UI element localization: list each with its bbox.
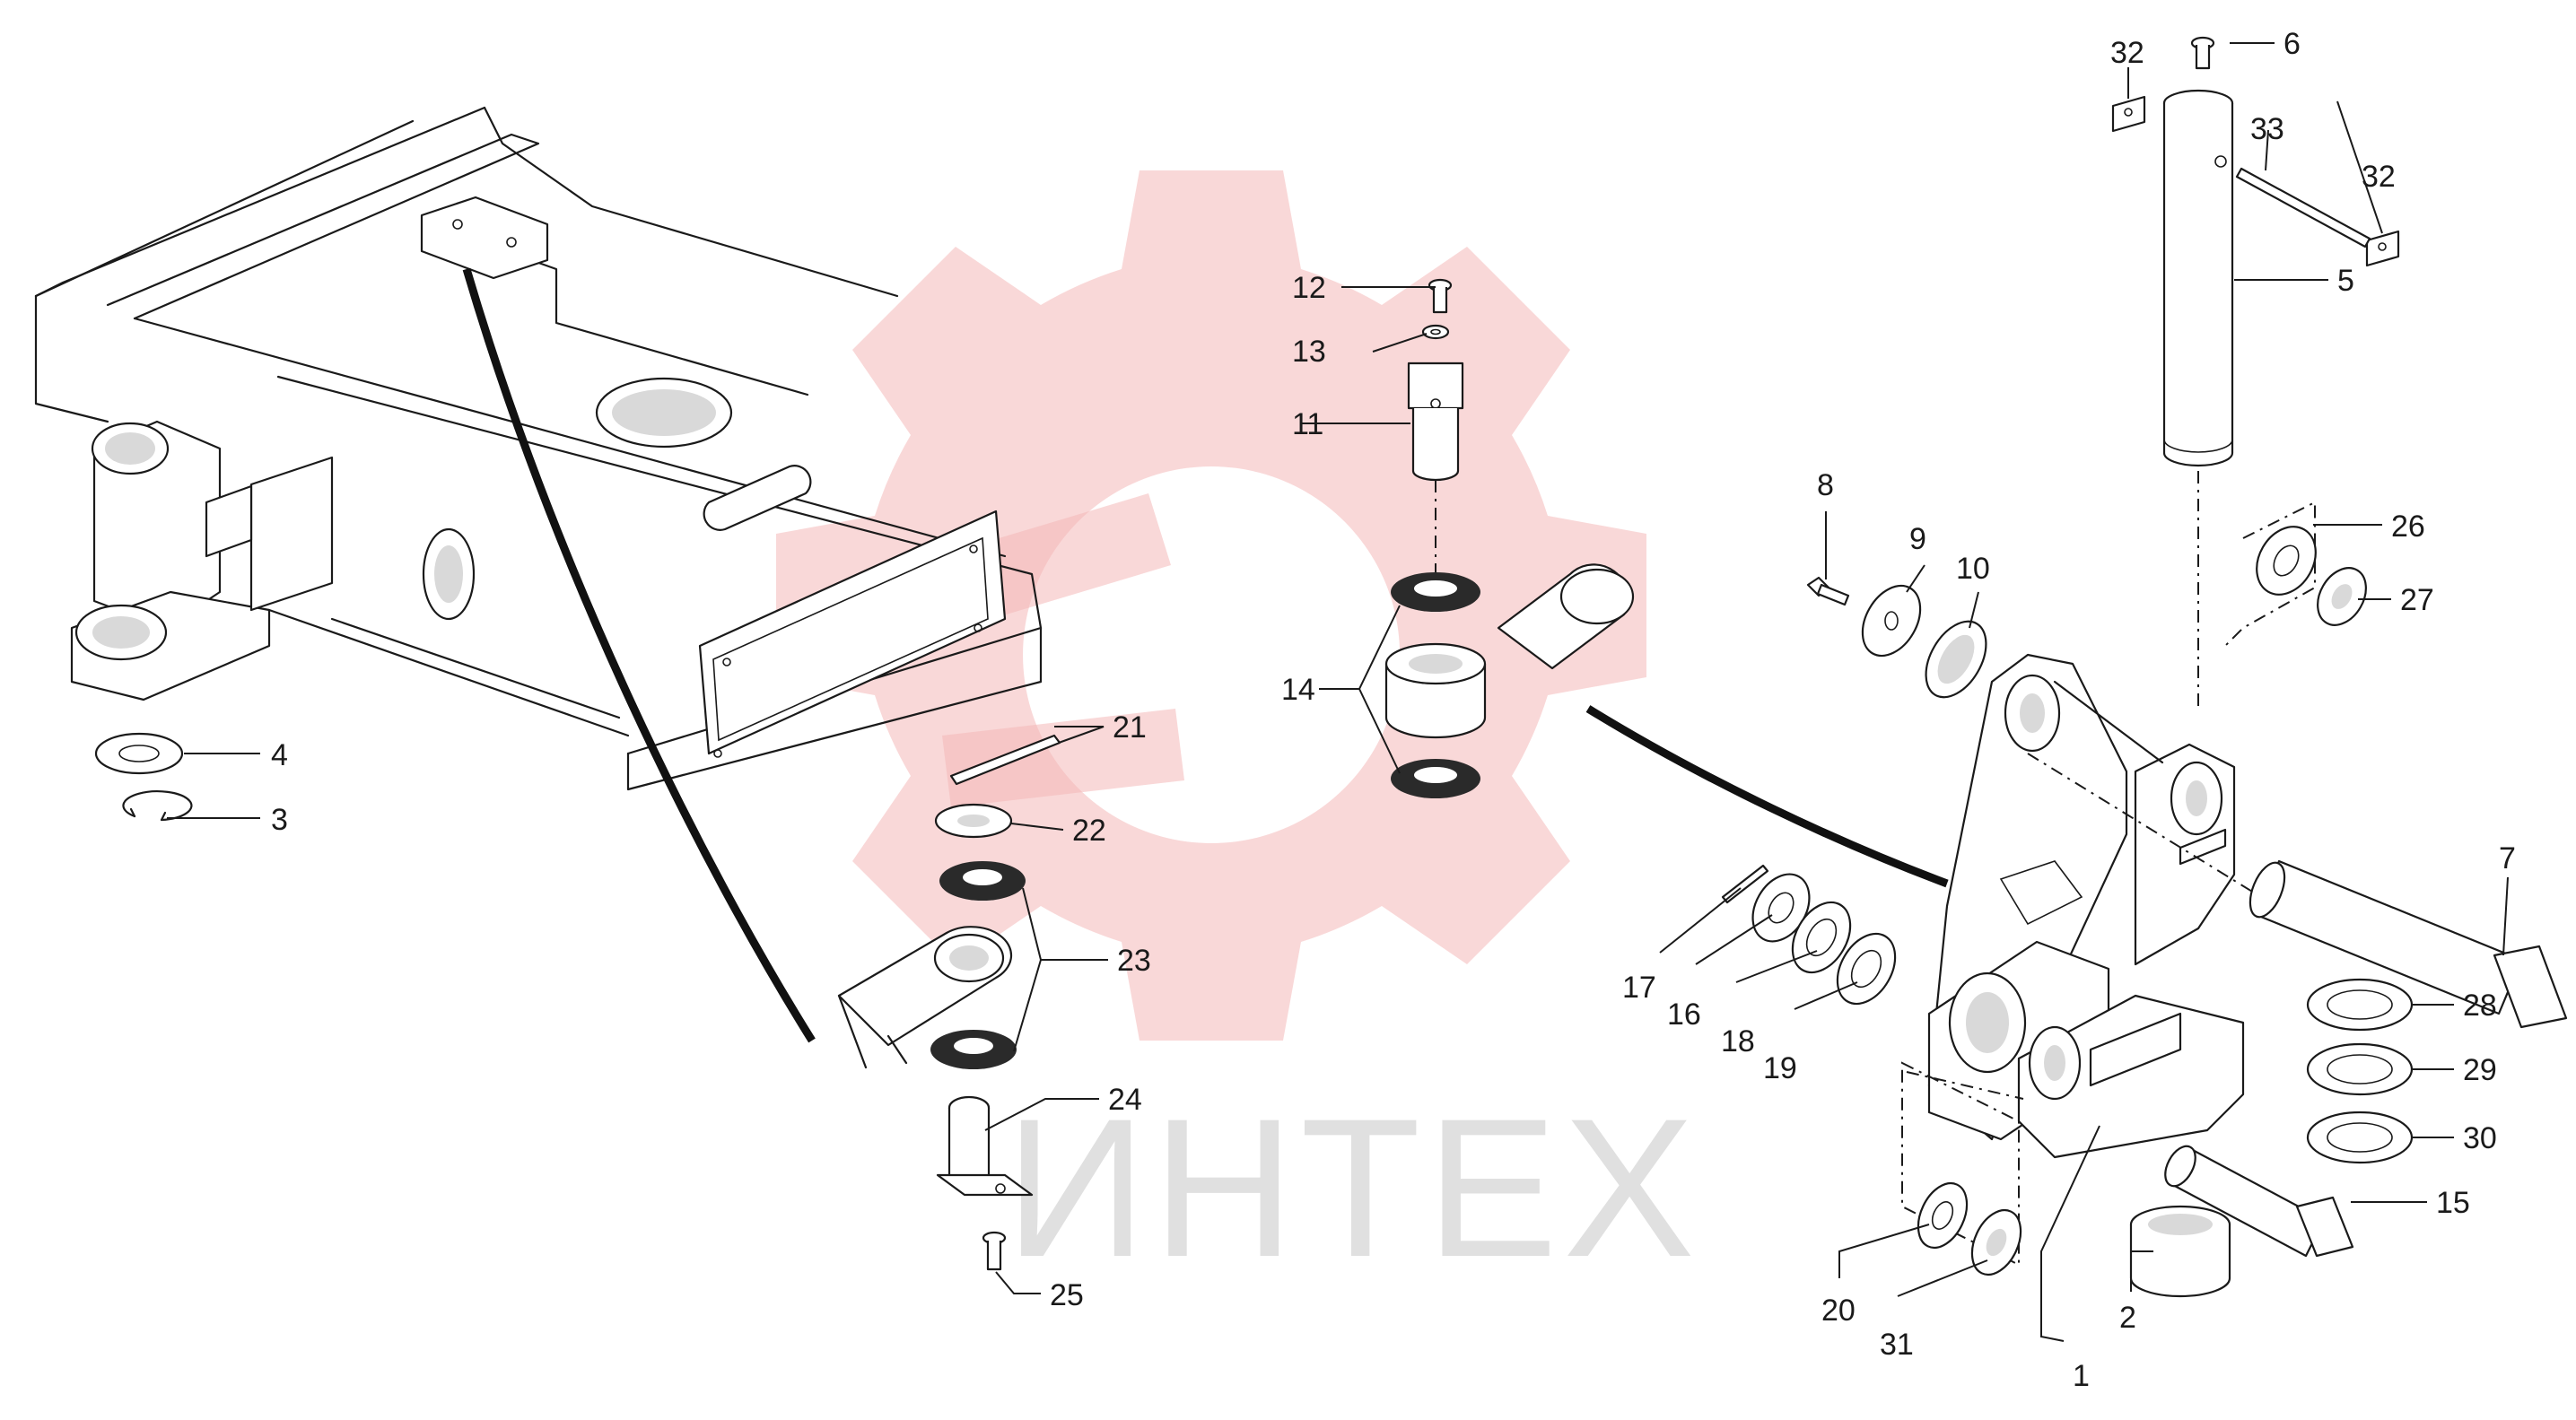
part-5-pin	[2162, 89, 2234, 467]
part-16-washer	[1751, 873, 1811, 943]
label-10: 10	[1956, 552, 1990, 586]
label-30: 30	[2463, 1121, 2497, 1155]
part-29-shim	[2306, 1042, 2414, 1096]
part-13-washer	[1421, 324, 1450, 340]
label-18: 18	[1721, 1024, 1755, 1058]
label-12: 12	[1292, 271, 1326, 305]
machine-frame	[34, 106, 1043, 791]
label-22: 22	[1072, 814, 1106, 848]
label-3: 3	[271, 803, 288, 837]
axis-line-left-bore	[1906, 1071, 2024, 1100]
callout-curve-right	[1585, 705, 1949, 888]
label-2: 2	[2119, 1301, 2136, 1335]
label-9: 9	[1909, 522, 1926, 556]
watermark-text: ИНТЕХ	[1005, 1077, 1700, 1298]
label-16: 16	[1667, 997, 1701, 1032]
part-23-link-arm	[837, 926, 1013, 1069]
label-32-left: 32	[2110, 36, 2144, 70]
label-21: 21	[1113, 710, 1147, 745]
label-28: 28	[2463, 989, 2497, 1023]
part-15-pin	[2164, 1145, 2354, 1258]
axis-line-bracket	[2027, 753, 2262, 898]
label-19: 19	[1763, 1051, 1797, 1085]
label-24: 24	[1108, 1083, 1142, 1117]
label-14: 14	[1281, 673, 1315, 707]
label-11: 11	[1292, 407, 1323, 441]
part-14-bushing-arm	[1384, 563, 1635, 739]
label-5: 5	[2337, 264, 2354, 298]
part-25-bolt	[982, 1231, 1007, 1271]
part-12-bolt	[1428, 278, 1453, 314]
part-6-bolt	[2190, 36, 2215, 70]
part-1-swing-bracket	[1927, 653, 2245, 1159]
label-23: 23	[1117, 944, 1151, 978]
label-15: 15	[2436, 1186, 2470, 1220]
part-20-shim	[1917, 1181, 1969, 1250]
part-3-circlip	[122, 790, 193, 822]
part-14-seal-upper	[1391, 572, 1480, 612]
label-32-right: 32	[2362, 160, 2396, 194]
part-22-washer	[934, 803, 1013, 839]
part-23-seal-upper	[939, 861, 1026, 901]
label-7: 7	[2499, 841, 2516, 876]
part-28-shim	[2306, 978, 2414, 1032]
label-20: 20	[1821, 1294, 1856, 1328]
dashed-box-26-27	[2224, 501, 2316, 647]
part-32-lock-plate-right	[2365, 230, 2400, 267]
part-23-seal-lower	[930, 1030, 1017, 1069]
part-10-shim	[1925, 620, 1987, 699]
part-27-shim	[2317, 567, 2367, 626]
part-33-rod	[2235, 167, 2371, 248]
part-32-lock-plate-left	[2111, 95, 2146, 133]
part-8-bolt	[1806, 576, 1850, 606]
label-33: 33	[2250, 112, 2284, 146]
label-8: 8	[1817, 468, 1834, 502]
part-11-pin-bracket	[1407, 362, 1464, 482]
part-7-pin	[2249, 859, 2568, 1029]
part-9-washer	[1861, 584, 1922, 658]
part-31-shim	[1970, 1208, 2022, 1276]
part-24-pin-with-plate	[936, 1095, 1034, 1197]
part-19-shim	[1836, 932, 1897, 1006]
label-31: 31	[1880, 1328, 1914, 1362]
label-4: 4	[271, 738, 288, 772]
label-6: 6	[2283, 27, 2301, 61]
label-27: 27	[2400, 583, 2434, 617]
label-13: 13	[1292, 335, 1326, 369]
part-2-bushing	[2129, 1205, 2231, 1298]
leader-lines	[167, 42, 2509, 1342]
part-30-shim	[2306, 1111, 2414, 1164]
label-26: 26	[2391, 510, 2425, 544]
label-29: 29	[2463, 1053, 2497, 1087]
part-14-seal-lower	[1391, 759, 1480, 798]
part-26-shim	[2256, 526, 2317, 596]
part-labels: 4 3 12 13 11 14 21 22 23 24 25 6 32 32 3…	[271, 27, 2516, 1393]
callout-curve-left	[462, 267, 816, 1043]
label-1: 1	[2073, 1359, 2090, 1393]
label-17: 17	[1622, 971, 1656, 1005]
label-25: 25	[1050, 1278, 1084, 1312]
part-4-washer	[94, 732, 184, 775]
dashed-box-20-31	[1901, 1061, 2020, 1267]
